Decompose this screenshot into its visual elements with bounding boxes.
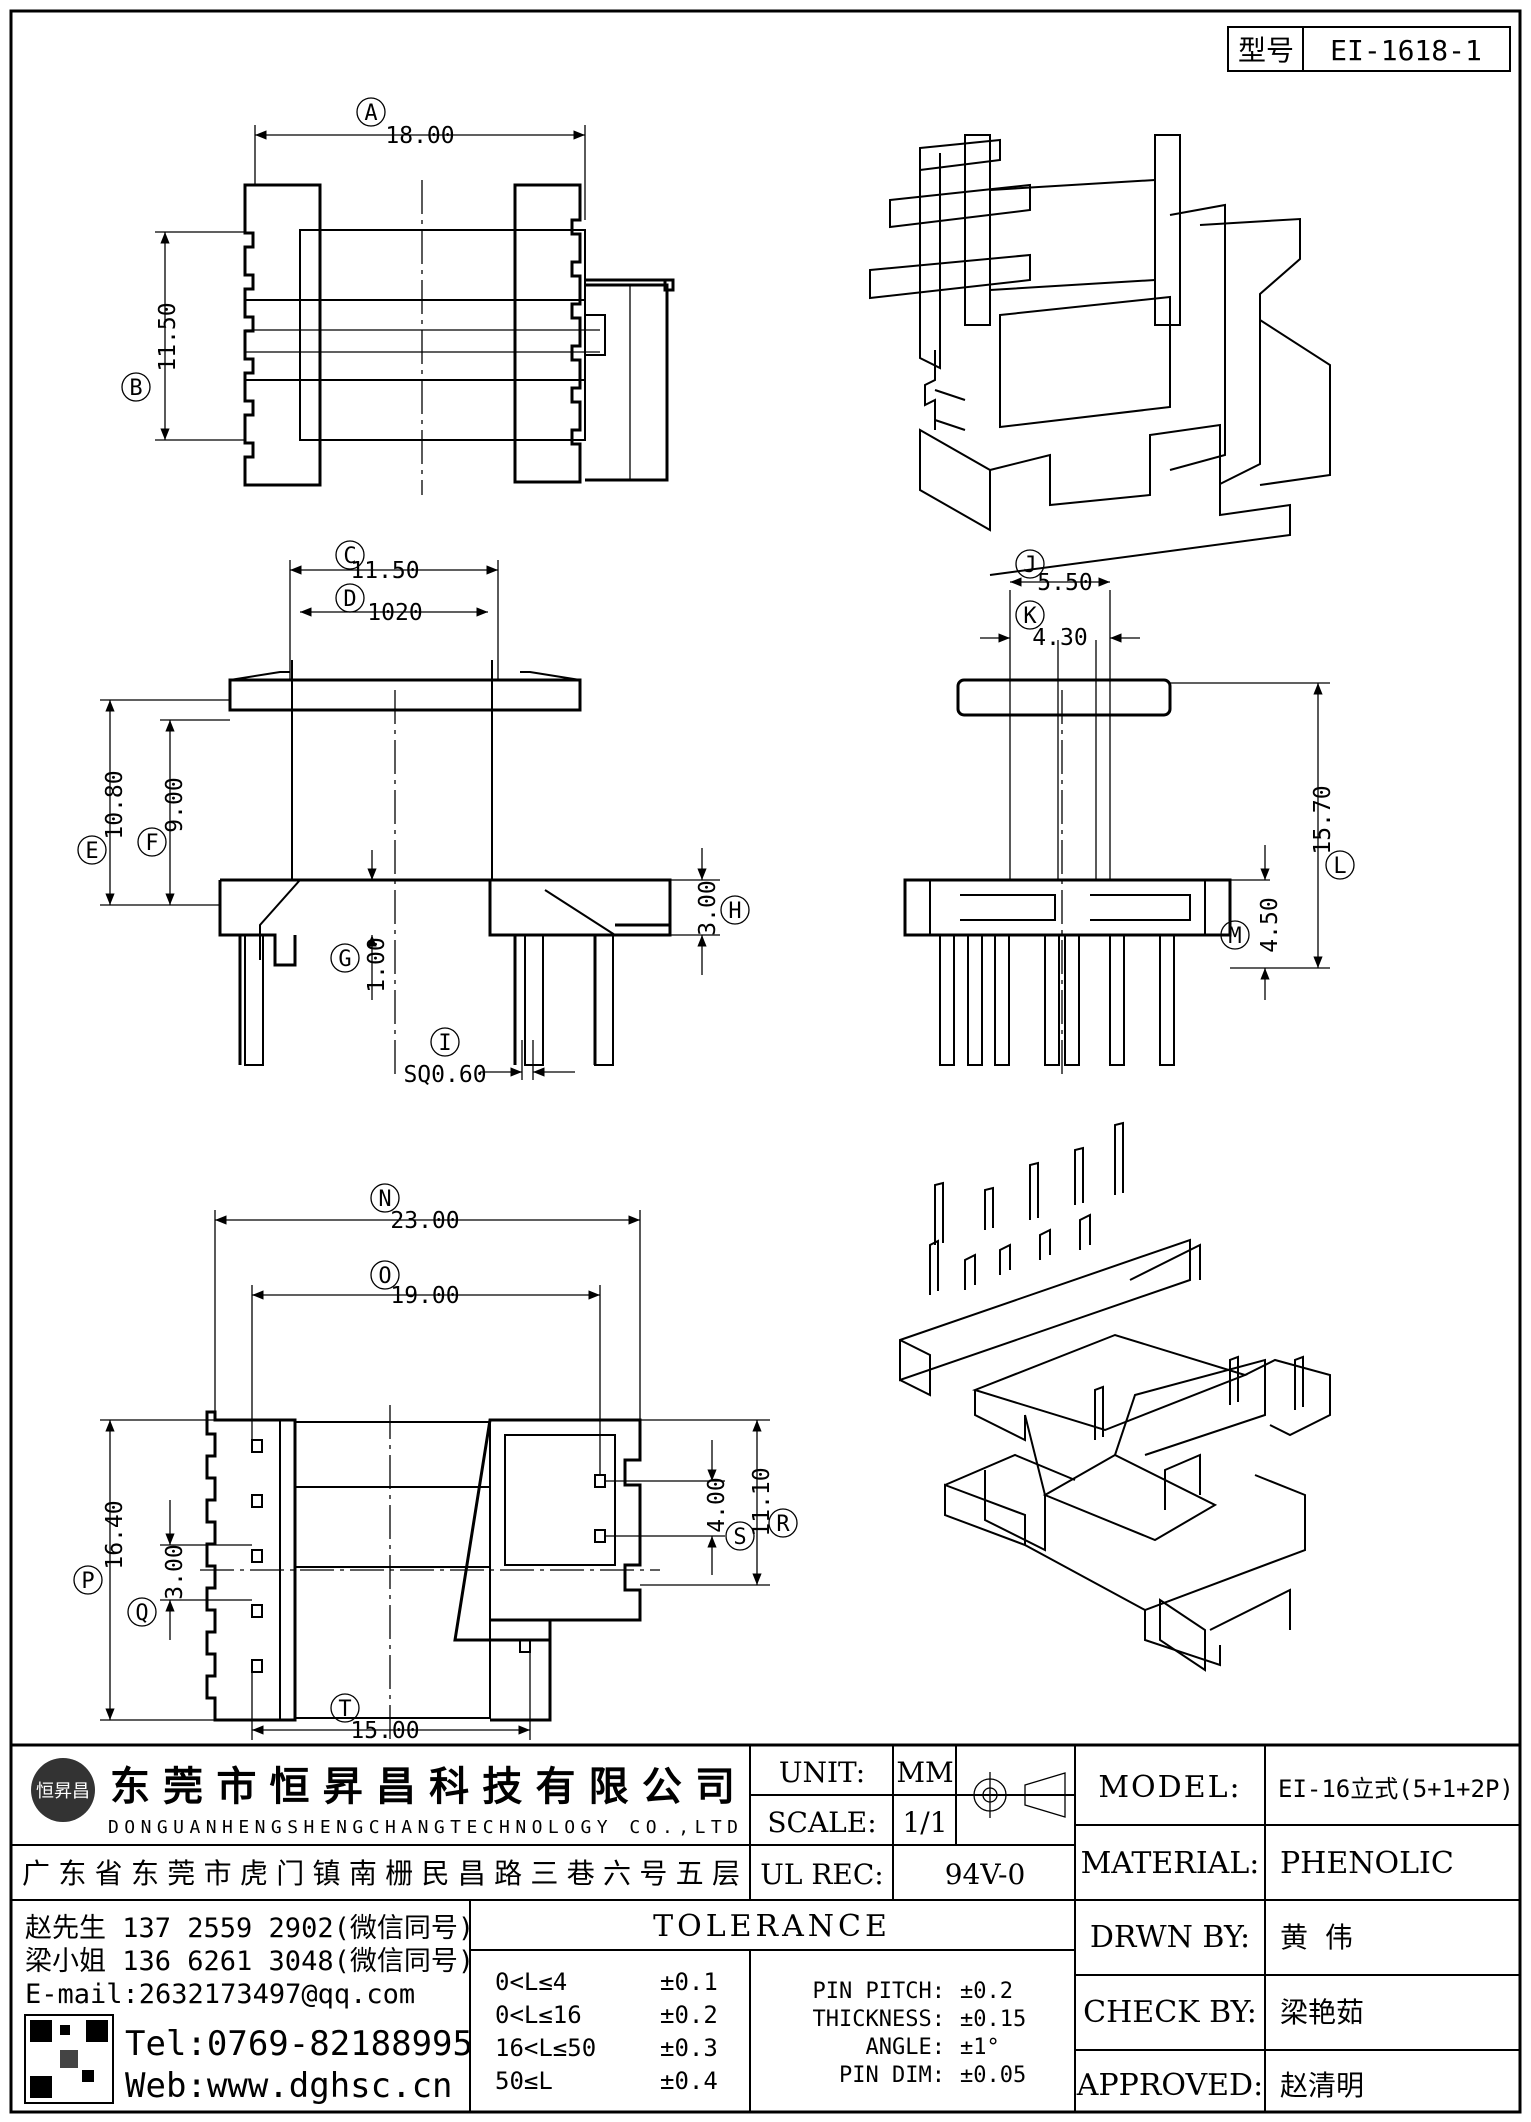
side-view: J 5.50 K 4.30 L 15.70 M 4.50 (903, 549, 1355, 1080)
dim-value-k: 4.30 (1032, 625, 1087, 651)
company-web: Web:www.dghsc.cn (125, 2066, 453, 2106)
dim-letter-g: G (338, 947, 351, 972)
dim-value-c: 11.50 (350, 558, 419, 584)
dim-letter-k: K (1023, 604, 1037, 629)
contact-2: 梁小姐 136 6261 3048(微信同号) (25, 1946, 474, 1977)
tol-other-value-1: ±0.2 (960, 1979, 1013, 2004)
tolerance-title: TOLERANCE (653, 1909, 891, 1944)
model-box-label: 型号 (1238, 34, 1294, 67)
material-value: PHENOLIC (1280, 1846, 1454, 1881)
model-number-box: 型号 EI-1618-1 (1227, 26, 1511, 72)
dim-value-h: 3.00 (695, 880, 721, 935)
tol-other-label-3: ANGLE: (866, 2035, 945, 2060)
company-logo (31, 1758, 95, 1822)
model-label: MODEL: (1098, 1770, 1241, 1805)
company-address: 广东省东莞市虎门镇南栅民昌路三巷六号五层 (22, 1857, 740, 1890)
sheet-border (9, 9, 1522, 2114)
dim-value-l: 15.70 (1310, 785, 1336, 854)
dim-value-m: 4.50 (1257, 897, 1283, 952)
check-by-label: CHECK BY: (1083, 1995, 1257, 2030)
dim-letter-h: H (728, 899, 741, 924)
isometric-view-top (869, 134, 1331, 576)
drawn-by-value: 黄 伟 (1280, 1921, 1353, 1954)
material-label: MATERIAL: (1081, 1846, 1260, 1881)
front-view: C 11.50 D 1020 E 10.80 F 9.00 G 1.00 H 3… (77, 540, 750, 1088)
tol-other-value-3: ±1° (960, 2035, 1000, 2060)
scale-label: SCALE: (767, 1806, 876, 1839)
dim-value-t: 15.00 (350, 1718, 419, 1744)
company-tel: Tel:0769-82188995 (125, 2024, 473, 2064)
dim-value-q: 3.00 (162, 1544, 188, 1599)
dim-value-a: 18.00 (385, 123, 454, 149)
isometric-view-bottom (899, 1121, 1331, 1672)
drawn-by-label: DRWN BY: (1090, 1920, 1250, 1955)
dim-value-s: 4.00 (704, 1477, 730, 1532)
dim-letter-j: J (1023, 553, 1036, 578)
dim-letter-q: Q (135, 1601, 148, 1626)
approved-value: 赵清明 (1280, 2069, 1364, 2102)
dim-letter-l: L (1333, 854, 1346, 879)
ul-rec-value: 94V-0 (945, 1858, 1026, 1891)
company-name-cn: 东莞市恒昇昌科技有限公司 (110, 1764, 735, 1810)
dim-value-b: 11.50 (155, 302, 181, 371)
tol-value-3: ±0.3 (660, 2034, 718, 2062)
check-by-value: 梁艳茹 (1280, 1996, 1364, 2029)
tol-value-4: ±0.4 (660, 2067, 718, 2095)
dim-letter-d: D (343, 587, 356, 612)
dim-letter-m: M (1228, 924, 1241, 949)
dim-value-n: 23.00 (390, 1208, 459, 1234)
tol-value-2: ±0.2 (660, 2001, 718, 2029)
dim-letter-b: B (129, 376, 142, 401)
dim-letter-p: P (81, 1569, 94, 1594)
dim-value-g: 1.00 (364, 937, 390, 992)
tol-range-1: 0<L≤4 (495, 1968, 567, 1996)
qr-code-icon (24, 2014, 114, 2104)
dim-value-r: 11.10 (749, 1467, 775, 1536)
tol-range-2: 0<L≤16 (495, 2001, 582, 2029)
dim-value-i: SQ0.60 (403, 1062, 486, 1088)
tol-other-label-4: PIN DIM: (839, 2063, 945, 2088)
contact-1: 赵先生 137 2559 2902(微信同号) (25, 1913, 474, 1944)
dim-letter-f: F (145, 831, 158, 856)
tol-range-3: 16<L≤50 (495, 2034, 596, 2062)
projection-symbol-icon (965, 1772, 1066, 1818)
tol-range-4: 50≤L (495, 2067, 553, 2095)
unit-label: UNIT: (779, 1756, 865, 1789)
bottom-view: N 23.00 O 19.00 P 16.40 Q 3.00 R 11.10 (73, 1183, 798, 1744)
approved-label: APPROVED: (1076, 2068, 1263, 2103)
model-box-value: EI-1618-1 (1330, 34, 1482, 67)
scale-value: 1/1 (902, 1806, 947, 1839)
dim-letter-t: T (338, 1697, 351, 1722)
dim-letter-r: R (776, 1512, 790, 1537)
logo-text: 恒昇昌 (36, 1781, 90, 1802)
company-name-en: DONGUANHENGSHENGCHANGTECHNOLOGY CO.,LTD (108, 1817, 738, 1838)
dim-letter-e: E (85, 839, 98, 864)
dim-value-f: 9.00 (162, 777, 188, 832)
unit-value: MM (896, 1756, 953, 1789)
dim-letter-c: C (343, 544, 356, 569)
contact-email: E-mail:2632173497@qq.com (25, 1979, 415, 2010)
dim-letter-o: O (378, 1264, 391, 1289)
dim-letter-n: N (378, 1187, 391, 1212)
dim-letter-s: S (733, 1525, 746, 1550)
model-value: EI-16立式(5+1+2P) (1278, 1775, 1514, 1803)
ul-rec-label: UL REC: (760, 1858, 883, 1891)
dim-value-d: 1020 (367, 600, 422, 626)
top-view: A 18.00 B 11.50 (121, 97, 675, 495)
dim-letter-i: I (438, 1031, 451, 1056)
title-block: 恒昇昌 东莞市恒昇昌科技有限公司 DONGUANHENGSHENGCHANGTE… (11, 1743, 1520, 2112)
dim-value-o: 19.00 (390, 1283, 459, 1309)
tol-other-label-1: PIN PITCH: (813, 1979, 945, 2004)
tol-value-1: ±0.1 (660, 1968, 718, 1996)
dim-value-p: 16.40 (102, 1500, 128, 1569)
dim-letter-a: A (364, 101, 377, 126)
dim-value-e: 10.80 (102, 770, 128, 839)
tol-other-value-4: ±0.05 (960, 2063, 1026, 2088)
tol-other-label-2: THICKNESS: (813, 2007, 945, 2032)
tol-other-value-2: ±0.15 (960, 2007, 1026, 2032)
dim-value-j: 5.50 (1037, 570, 1092, 596)
